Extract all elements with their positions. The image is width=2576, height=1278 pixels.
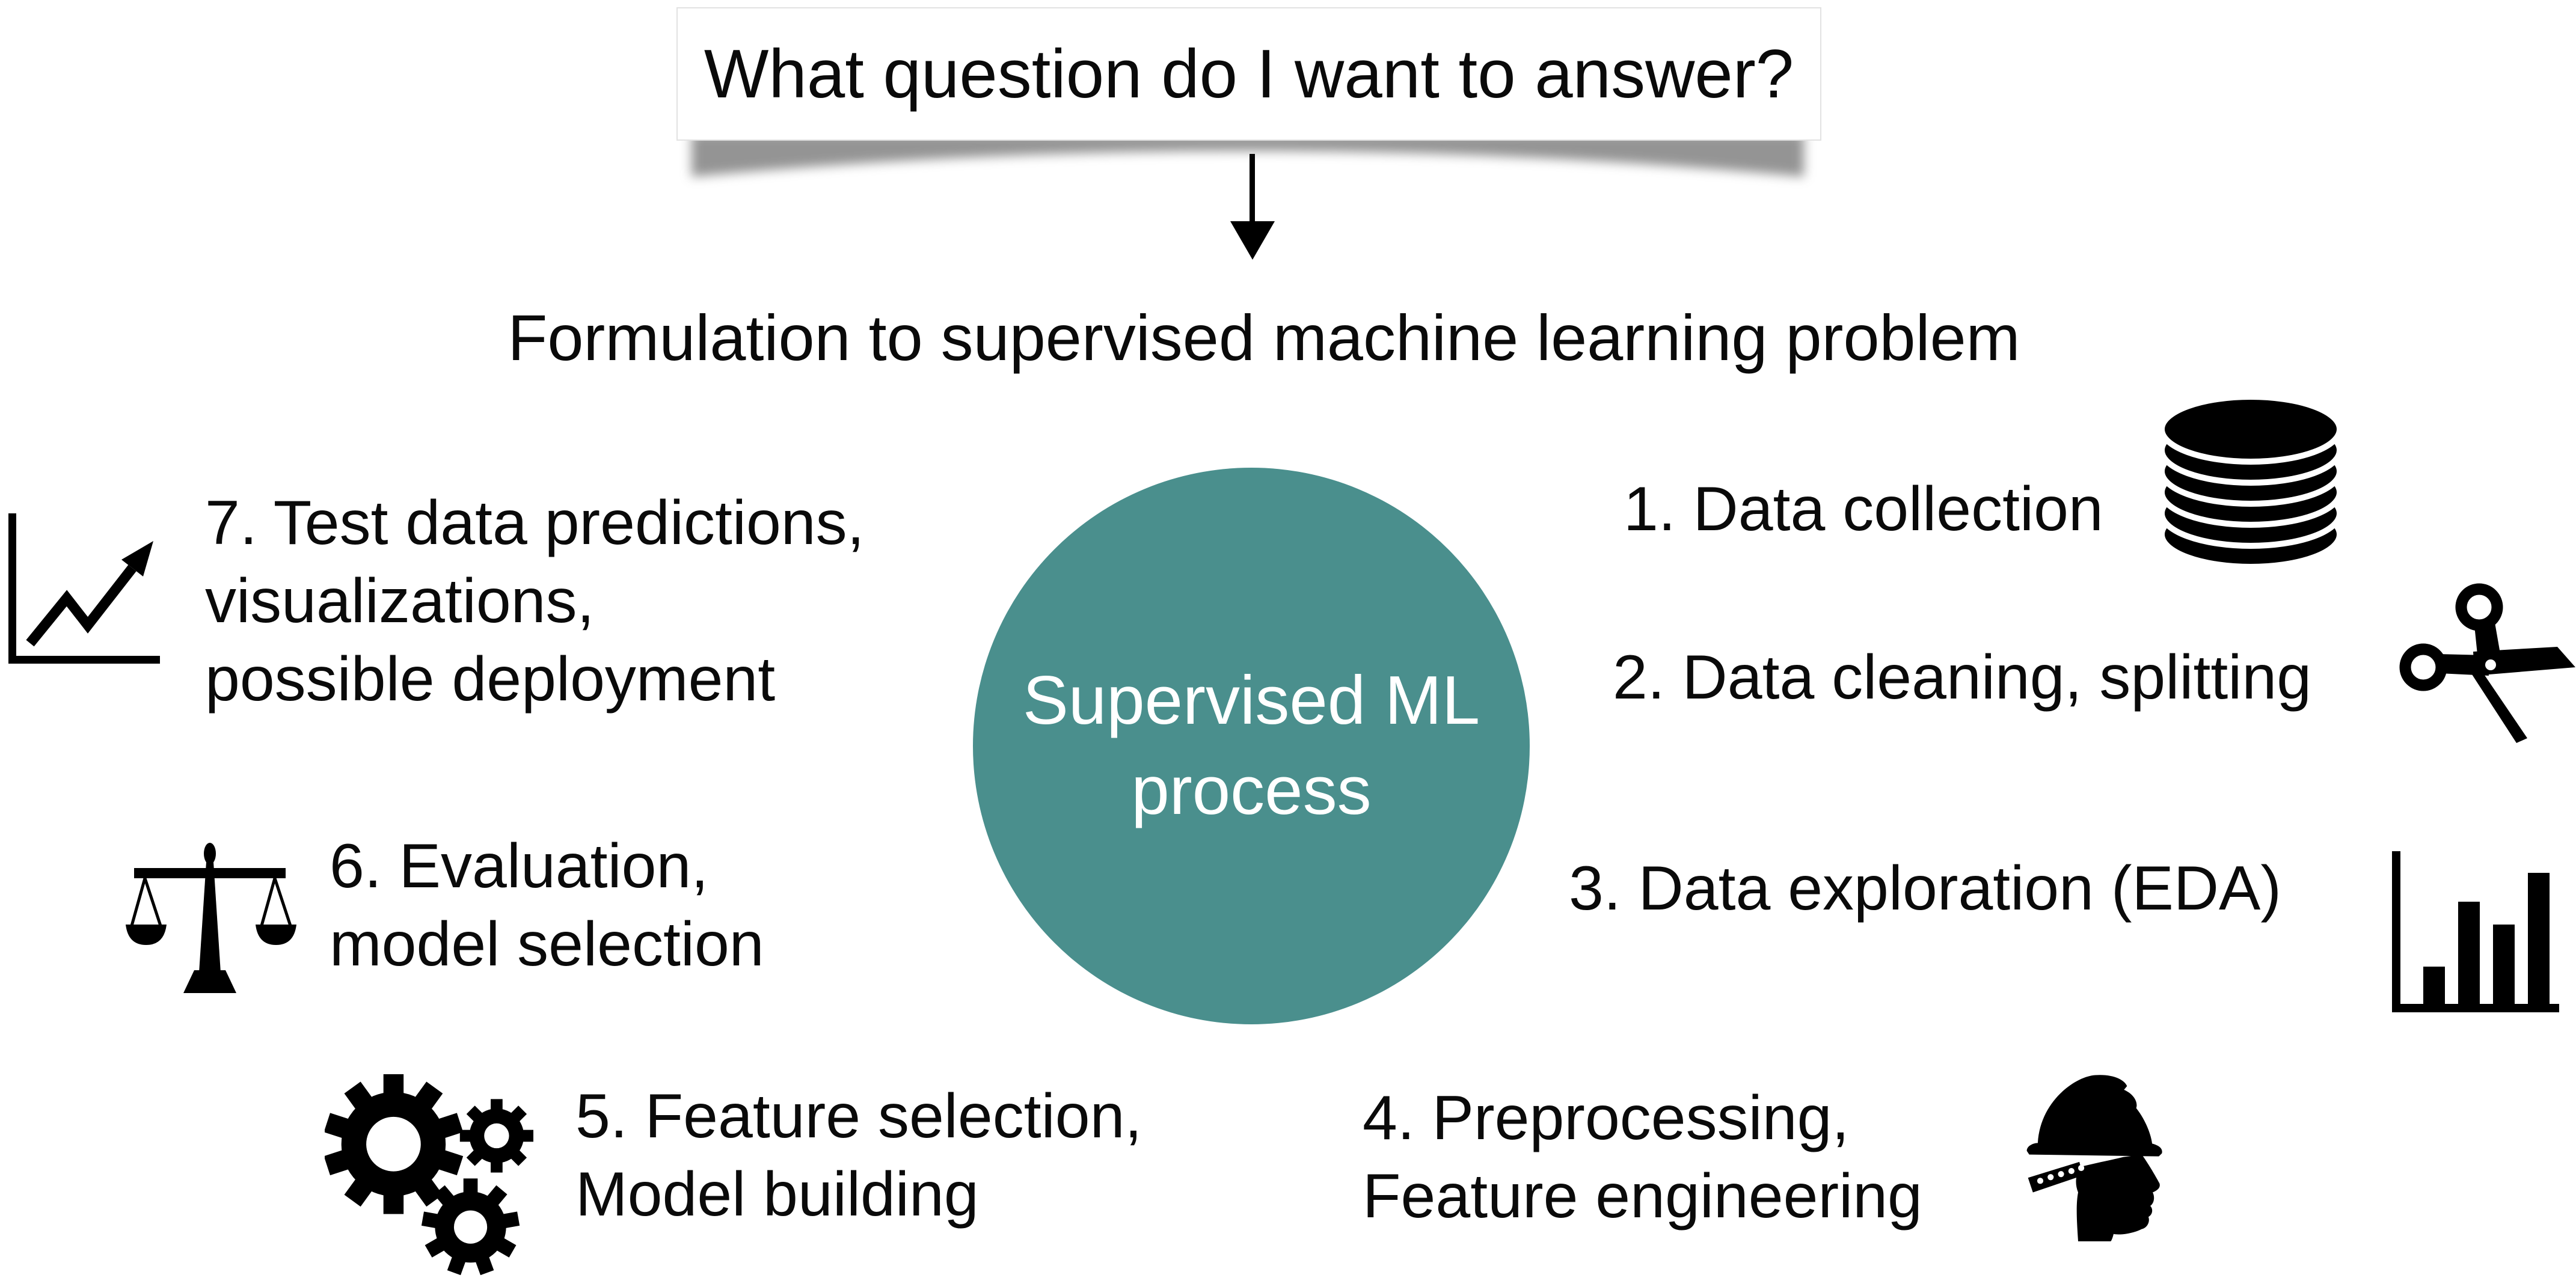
balance-scale-icon — [118, 842, 305, 999]
engineer-icon — [2022, 1058, 2169, 1241]
down-arrow-head-icon — [1230, 221, 1275, 260]
process-circle-title-line2: process — [1131, 753, 1372, 829]
gears-icon — [325, 1073, 538, 1277]
bar-chart-icon — [2388, 849, 2564, 1023]
step-6-label: 6. Evaluation, model selection — [330, 831, 764, 979]
question-text: What question do I want to answer? — [704, 35, 1794, 112]
step-5-label: 5. Feature selection, Model building — [575, 1081, 1142, 1229]
step-4-label: 4. Preprocessing, Feature engineering — [1363, 1083, 1922, 1231]
step-3-label: 3. Data exploration (EDA) — [1569, 854, 2281, 923]
database-icon — [2151, 394, 2350, 569]
formulation-label: Formulation to supervised machine learni… — [508, 301, 2020, 374]
step-2-label: 2. Data cleaning, splitting — [1613, 643, 2312, 712]
process-circle-title-line1: Supervised ML — [1022, 662, 1480, 739]
down-arrow-icon — [1250, 154, 1255, 224]
process-circle: Supervised ML process — [973, 468, 1530, 1024]
step-1-label: 1. Data collection — [1624, 474, 2103, 544]
scissors-icon — [2396, 577, 2576, 745]
question-box: What question do I want to answer? — [676, 7, 1821, 141]
line-chart-icon — [5, 512, 170, 671]
question-box-shadow — [692, 133, 1804, 177]
step-7-label: 7. Test data predictions, visualizations… — [205, 488, 865, 714]
